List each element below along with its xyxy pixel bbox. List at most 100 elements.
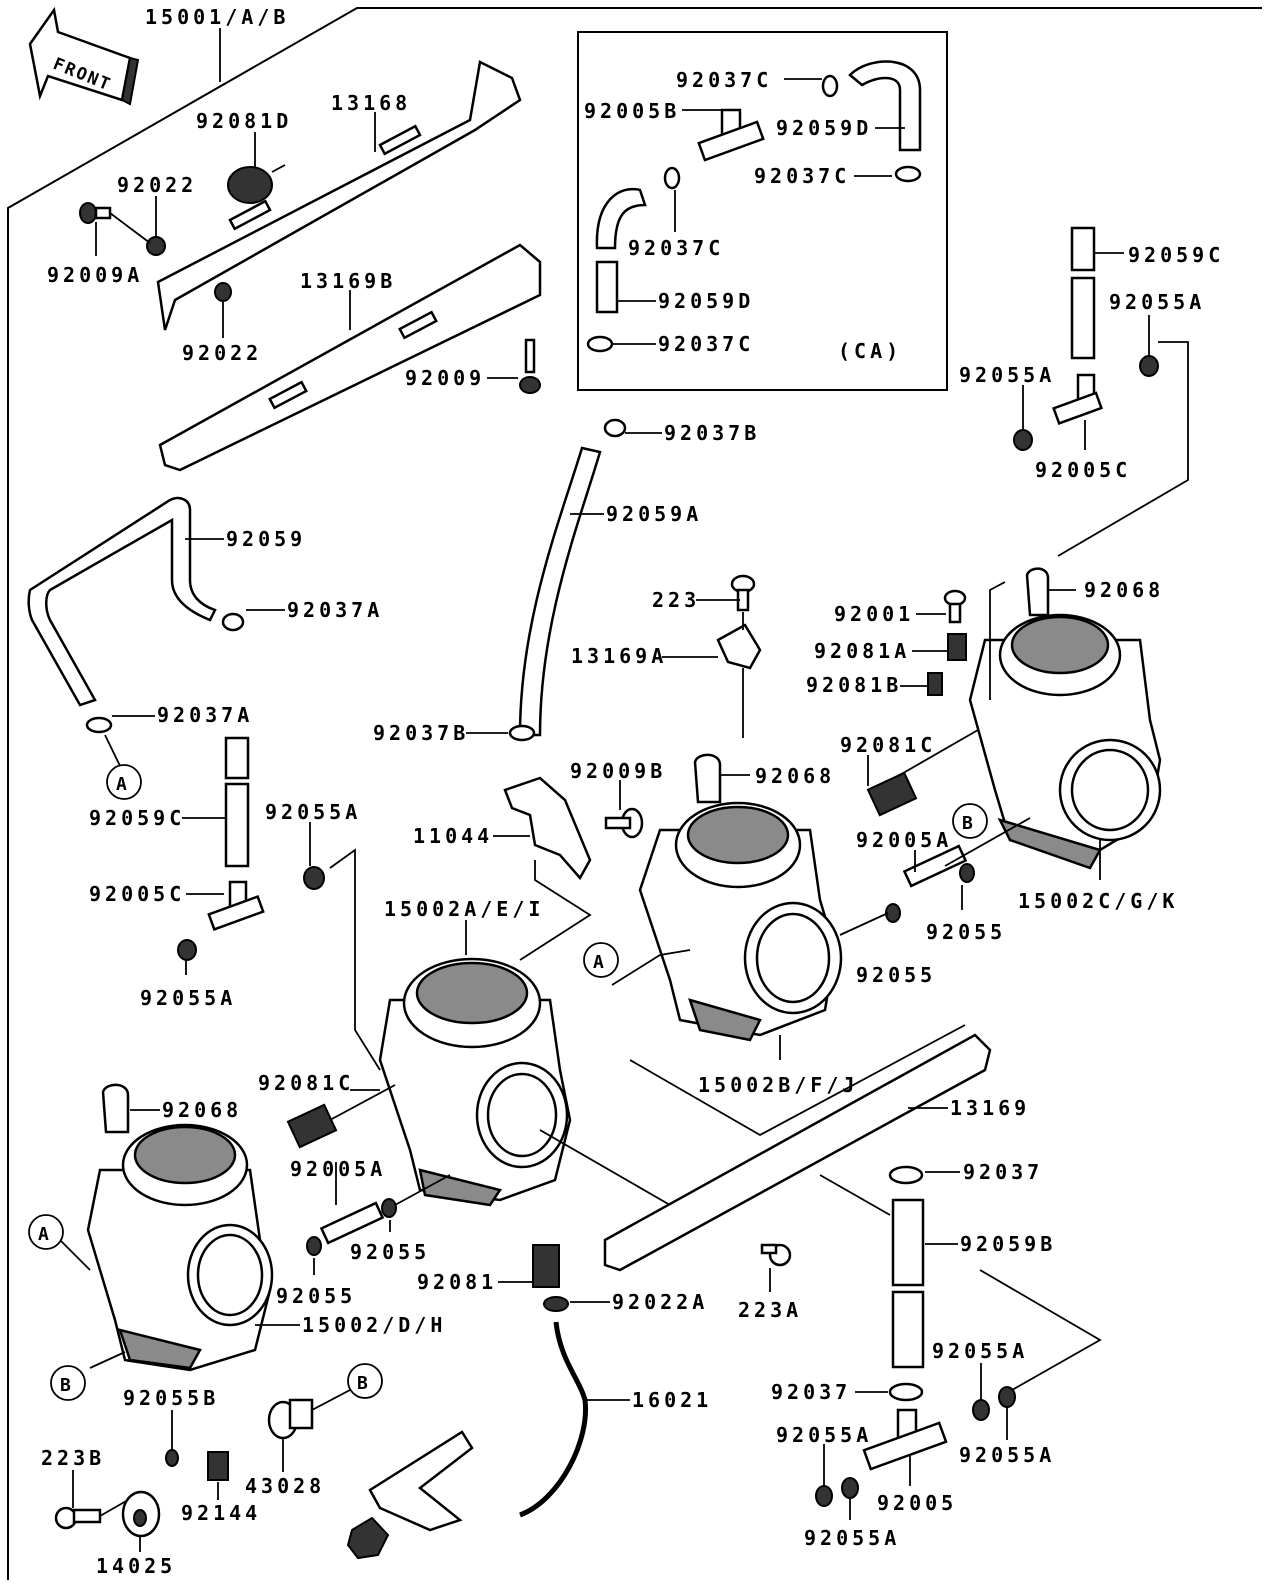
part-label: 92009A xyxy=(47,263,143,287)
part-label: 15002A/E/I xyxy=(384,897,544,921)
o-ring-92055b xyxy=(165,1449,179,1467)
svg-text:B: B xyxy=(962,813,973,834)
part-label: 92055A xyxy=(804,1526,900,1550)
part-label: 92055A xyxy=(959,363,1055,387)
part-label: 92037C xyxy=(676,68,772,92)
o-ring-92055a-r2 xyxy=(1013,429,1033,451)
inset-label: (CA) xyxy=(838,339,902,363)
callout-b-3: B xyxy=(347,1363,383,1399)
pipe-92005a-l xyxy=(319,1201,385,1245)
part-label: 92059 xyxy=(226,527,306,551)
part-label: 92037C xyxy=(658,332,754,356)
hose-92059d-bottom xyxy=(595,260,619,314)
part-label: 92037B xyxy=(373,721,469,745)
screw-223b xyxy=(54,1506,102,1530)
part-label: 92055 xyxy=(926,920,1006,944)
part-label: 92005B xyxy=(584,99,680,123)
valve-14025 xyxy=(121,1490,161,1538)
tee-fitting-92005b xyxy=(697,108,765,162)
cap-92068-left xyxy=(101,1083,130,1134)
spring-92081c-r xyxy=(866,771,918,817)
svg-text:A: A xyxy=(593,952,604,973)
tee-fitting-92005c-left xyxy=(207,880,265,932)
screw-223 xyxy=(730,574,756,612)
part-label: 15002B/F/J xyxy=(698,1073,858,1097)
part-label: 92037C xyxy=(628,236,724,260)
callout-a-2: A xyxy=(583,942,619,978)
clamp-92037b-top xyxy=(603,418,627,438)
callout-b-2: B xyxy=(50,1365,86,1401)
part-label: 92001 xyxy=(834,602,914,626)
screw-92001 xyxy=(943,589,967,624)
washer-92022a xyxy=(543,1296,569,1312)
tee-fitting-92005c-top xyxy=(1052,373,1104,425)
part-label: 223A xyxy=(738,1298,802,1322)
part-label: 92005C xyxy=(89,882,185,906)
part-label: 92055A xyxy=(1109,290,1205,314)
clamp-92037b-mid xyxy=(508,724,536,742)
cable-16021 xyxy=(346,1321,589,1560)
part-label: 92059D xyxy=(776,116,872,140)
part-label: 92009 xyxy=(405,366,485,390)
carburetor-15002aei xyxy=(378,957,572,1207)
cap-92068-top xyxy=(1025,567,1050,617)
part-label: 15001/A/B xyxy=(145,5,289,29)
part-label: 92037C xyxy=(754,164,850,188)
o-ring-92055a-b3 xyxy=(815,1485,833,1507)
bracket-13168 xyxy=(156,60,522,331)
assembly-frame xyxy=(7,7,1262,1580)
clamp-92037a-2 xyxy=(85,716,113,734)
spring-92081b xyxy=(927,672,943,696)
screw-92009a xyxy=(79,202,112,224)
clamp-92037c-1 xyxy=(821,74,839,98)
spring-92081c-l xyxy=(286,1103,338,1149)
part-label: 92055A xyxy=(140,986,236,1010)
clamp-92037 xyxy=(888,1165,924,1185)
svg-text:A: A xyxy=(38,1224,49,1245)
part-label: 11044 xyxy=(413,824,493,848)
carburetor-15002cgk xyxy=(968,613,1162,870)
o-ring-92055-l2 xyxy=(306,1236,322,1256)
bracket-13169b xyxy=(158,243,542,472)
carburetor-15002bfj xyxy=(638,801,843,1042)
o-ring-92055a-left xyxy=(303,866,325,890)
o-ring-92055a-left2 xyxy=(177,939,197,961)
screw-92009 xyxy=(519,338,541,394)
hose-92059c-left-a xyxy=(224,736,250,780)
part-label: 92005A xyxy=(290,1157,386,1181)
part-label: 92005C xyxy=(1035,458,1131,482)
part-label: 13169B xyxy=(300,269,396,293)
svg-text:A: A xyxy=(116,774,127,795)
part-label: 92005A xyxy=(856,828,952,852)
hose-92059b-b xyxy=(891,1290,925,1369)
part-labels: 15001/A/B 13168 92081D 92022 92009A 9202… xyxy=(41,5,1220,1578)
part-label: 92022A xyxy=(612,1290,708,1314)
spring-92081 xyxy=(532,1244,560,1288)
clamp-92037a-1 xyxy=(221,612,245,632)
part-label: 15002/D/H xyxy=(302,1313,446,1337)
washer-92022-top xyxy=(146,236,166,256)
part-label: 13168 xyxy=(331,91,411,115)
o-ring-92055a-r1 xyxy=(1139,355,1159,377)
part-label: 92059C xyxy=(89,806,185,830)
bracket-13169a xyxy=(716,623,762,670)
part-label: 92037 xyxy=(963,1160,1043,1184)
part-label: 92037A xyxy=(157,703,253,727)
o-ring-92055-l1 xyxy=(381,1198,397,1218)
part-label: 92055A xyxy=(932,1339,1028,1363)
hose-inset-curve xyxy=(595,187,647,250)
part-label: 92081D xyxy=(196,109,292,133)
part-label: 14025 xyxy=(96,1554,176,1578)
o-ring-92055-r1 xyxy=(959,863,975,883)
o-ring-92055a-b1 xyxy=(972,1399,990,1421)
part-label: 92055 xyxy=(350,1240,430,1264)
part-label: 92037A xyxy=(287,598,383,622)
part-label: 16021 xyxy=(632,1388,712,1412)
part-label: 92081 xyxy=(417,1270,497,1294)
part-label: 92059D xyxy=(658,289,754,313)
clamp-92037-b xyxy=(888,1382,924,1402)
ca-inset-box xyxy=(577,31,948,391)
screw-92009b xyxy=(604,807,644,839)
svg-text:B: B xyxy=(60,1375,71,1396)
